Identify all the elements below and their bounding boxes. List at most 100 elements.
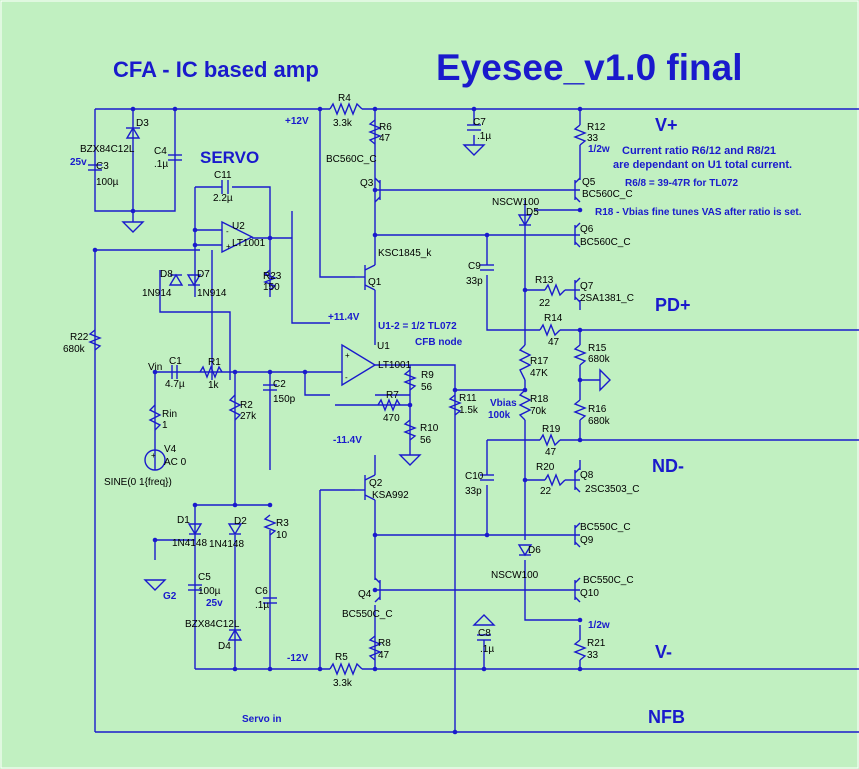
- ref-d7: D7: [197, 269, 210, 280]
- val-d6: NSCW100: [491, 570, 539, 581]
- val-r1: 1k: [208, 380, 220, 391]
- label-servo-in: Servo in: [242, 714, 281, 725]
- rail-vplus: V+: [655, 115, 678, 135]
- ref-r22: R22: [70, 332, 89, 343]
- val-r10: 56: [420, 435, 432, 446]
- capacitor-c8: [477, 634, 491, 641]
- transistor-q9: [574, 522, 581, 548]
- source-v4: +: [144, 449, 166, 471]
- rail-pdplus: PD+: [655, 295, 691, 315]
- transistor-q5: [574, 177, 581, 203]
- ref-r3: R3: [276, 518, 289, 529]
- label-p114: +11.4V: [328, 312, 360, 323]
- resistor-r21: [573, 639, 587, 661]
- note-r68: R6/8 = 39-47R for TL072: [625, 178, 739, 189]
- ref-q1: Q1: [368, 277, 382, 288]
- note-25v: 25v: [206, 598, 223, 609]
- val-c11: 2.2µ: [213, 193, 233, 204]
- svg-text:+: +: [151, 451, 156, 460]
- opamp-u1: + -: [341, 343, 377, 387]
- svg-text:+: +: [226, 242, 231, 251]
- val-sine: SINE(0 1{freq}): [104, 477, 172, 488]
- ref-c1: C1: [169, 356, 182, 367]
- ref-r13: R13: [535, 275, 554, 286]
- val-r4: 3.3k: [333, 118, 353, 129]
- resistor-r6: [368, 119, 382, 145]
- diode-d7: [186, 274, 202, 287]
- ground-icon: [599, 368, 611, 392]
- label-m12: -12V: [287, 653, 308, 664]
- svg-text:+: +: [345, 351, 350, 360]
- ref-rin: Rin: [162, 409, 177, 420]
- ref-q3: Q3: [360, 178, 374, 189]
- diode-d2: [227, 523, 243, 536]
- ref-q2: Q2: [369, 478, 383, 489]
- transistor-q6: [574, 222, 581, 248]
- val-c10: 33p: [465, 486, 482, 497]
- ref-r18: R18: [530, 394, 549, 405]
- ref-c3: C3: [96, 161, 109, 172]
- diode-d8: [168, 273, 184, 286]
- ref-r16: R16: [588, 404, 607, 415]
- val-v4: AC 0: [164, 457, 187, 468]
- val-r14: 47: [548, 337, 560, 348]
- ref-r21: R21: [587, 638, 606, 649]
- resistor-r20: [544, 473, 566, 487]
- ref-q5: Q5: [582, 177, 596, 188]
- resistor-r9: [403, 369, 417, 391]
- val-r2: 27k: [240, 411, 257, 422]
- subtitle: CFA - IC based amp: [113, 57, 319, 82]
- ground-icon: [398, 454, 422, 466]
- val-r8: 47: [378, 650, 390, 661]
- val-q5: BC560C_C: [582, 189, 633, 200]
- resistor-r17: [518, 344, 532, 381]
- ref-r15: R15: [588, 343, 607, 354]
- resistor-r19: [539, 433, 561, 447]
- resistor-r3: [263, 514, 277, 536]
- val-r9: 56: [421, 382, 433, 393]
- ref-d3: D3: [136, 118, 149, 129]
- transistor-q3: [374, 177, 381, 203]
- ref-c9: C9: [468, 261, 481, 272]
- val-r22: 680k: [63, 344, 86, 355]
- val-u2: LT1001: [232, 238, 266, 249]
- ground-icon: [472, 614, 496, 626]
- ref-r5: R5: [335, 652, 348, 663]
- ref-q8: Q8: [580, 470, 594, 481]
- val-c6: .1µ: [255, 600, 269, 611]
- note-r18: R18 - Vbias fine tunes VAS after ratio i…: [595, 207, 802, 218]
- ref-d5: D5: [526, 207, 539, 218]
- note-vbias: Vbias: [490, 398, 517, 409]
- ref-r2: R2: [240, 400, 253, 411]
- val-c2: 150p: [273, 394, 296, 405]
- val-q8: 2SC3503_C: [585, 484, 639, 495]
- val-d8: 1N914: [142, 288, 172, 299]
- val-r12: 33: [587, 133, 599, 144]
- val-r15: 680k: [588, 354, 611, 365]
- ref-c4: C4: [154, 146, 167, 157]
- val-r3: 10: [276, 530, 288, 541]
- resistor-r7: [377, 398, 401, 412]
- ref-q7: Q7: [580, 281, 594, 292]
- val-r5: 3.3k: [333, 678, 353, 689]
- ref-q9: Q9: [580, 535, 594, 546]
- capacitor-c1: [171, 365, 178, 379]
- transistor-q2: [355, 474, 376, 501]
- ref-d8: D8: [160, 269, 173, 280]
- ref-r7: R7: [386, 390, 399, 401]
- label-vin: Vin: [148, 362, 162, 373]
- ref-r11: R11: [459, 393, 477, 404]
- ref-c5: C5: [198, 572, 211, 583]
- ref-r1: R1: [208, 357, 221, 368]
- note-u12: U1-2 = 1/2 TL072: [378, 321, 457, 332]
- val-r16: 680k: [588, 416, 611, 427]
- note-25v: 25v: [70, 157, 87, 168]
- resistor-r10: [403, 419, 417, 441]
- resistor-r5: [329, 662, 363, 676]
- servo-title: SERVO: [200, 148, 259, 167]
- capacitor-c7: [467, 124, 481, 131]
- transistor-q1: [355, 264, 376, 291]
- ref-d6: D6: [528, 545, 541, 556]
